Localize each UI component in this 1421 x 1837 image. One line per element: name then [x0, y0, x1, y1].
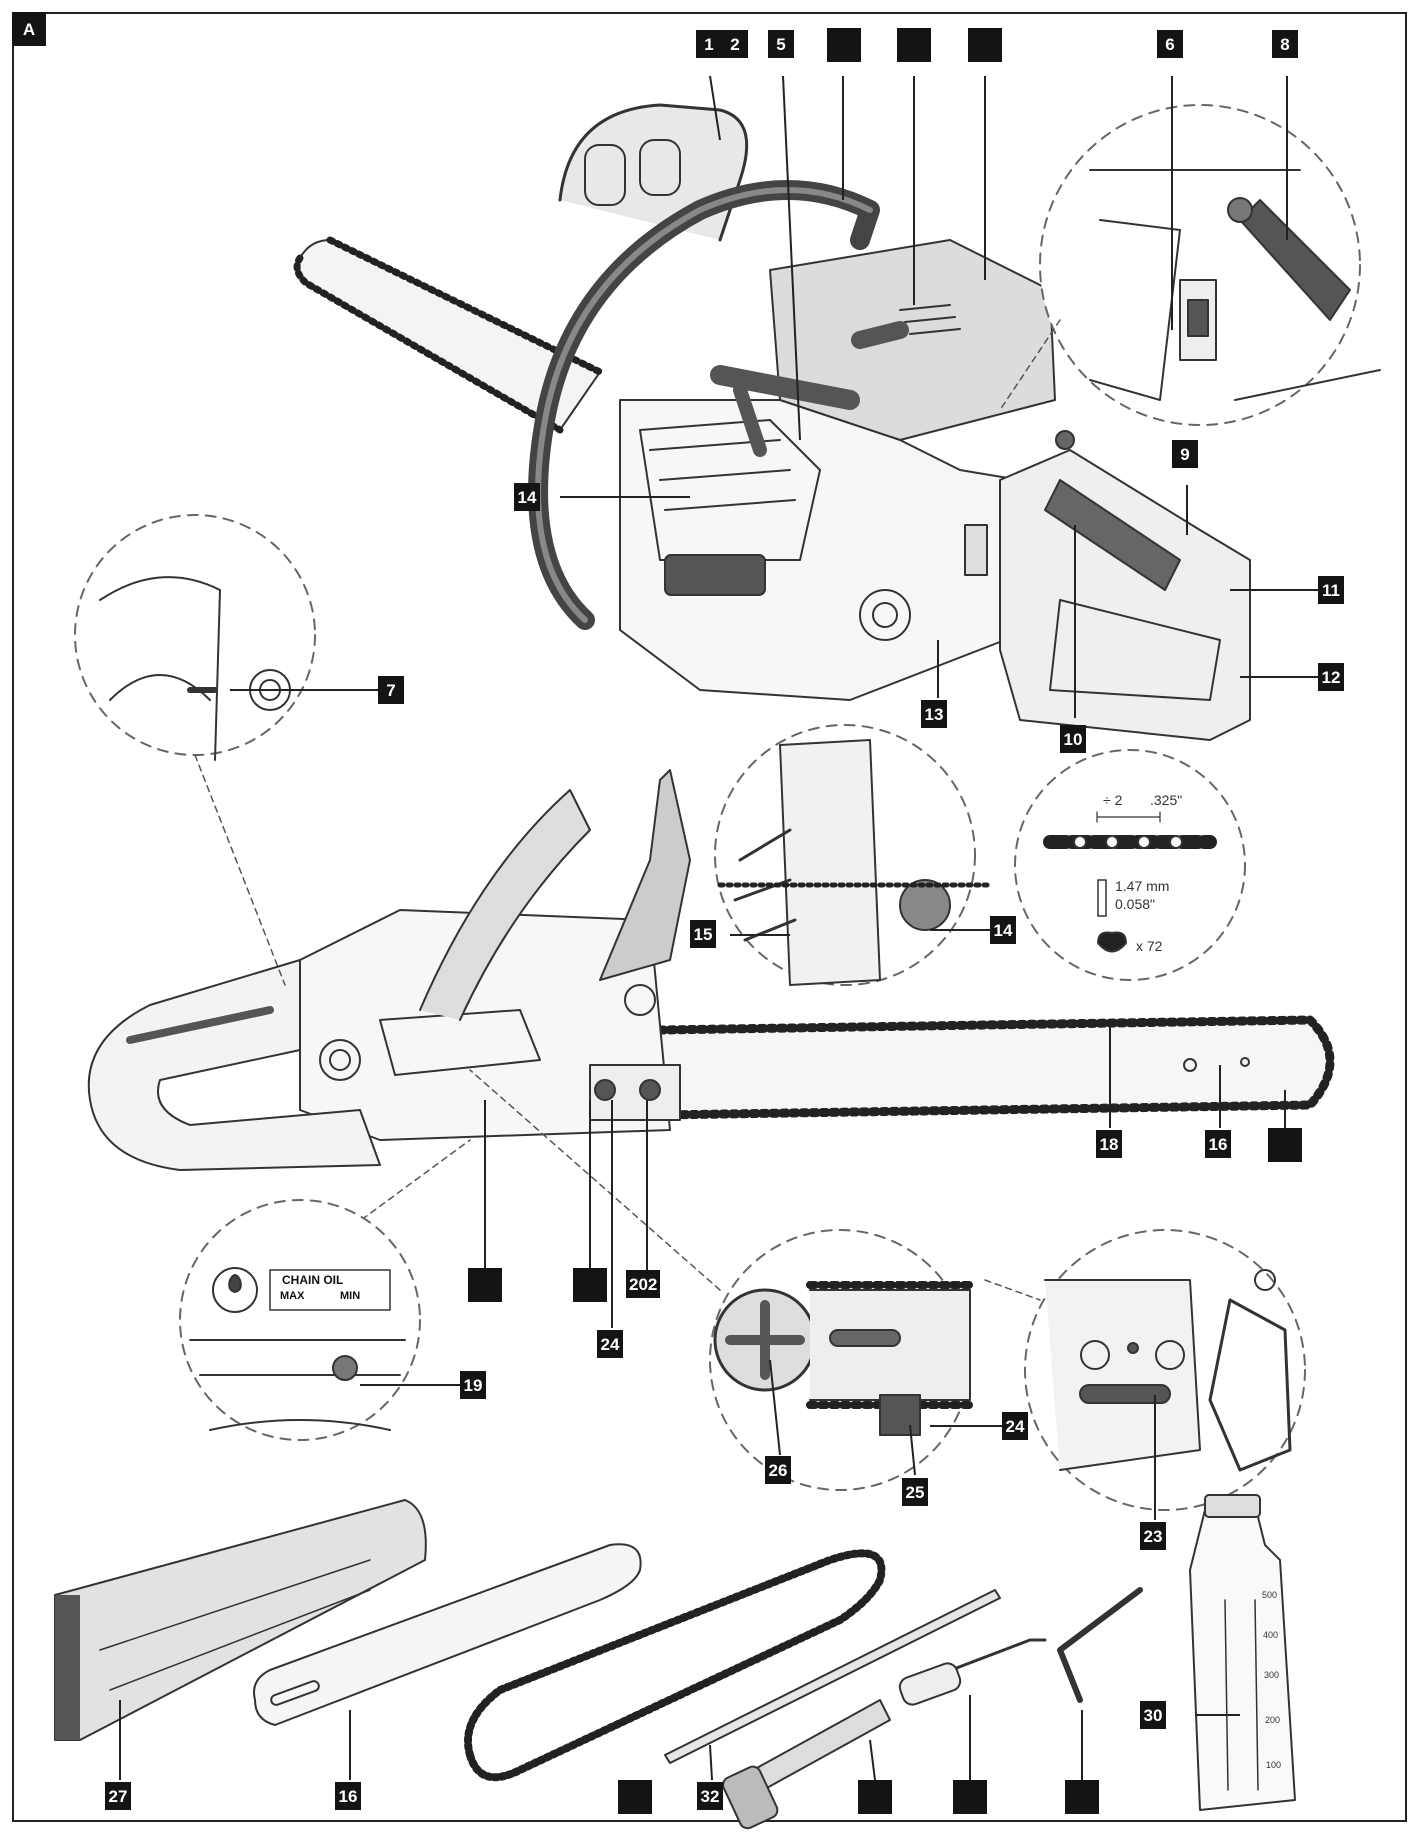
- chain-gauge-mm: 1.47 mm: [1115, 878, 1170, 894]
- callout-blank-3: [827, 28, 861, 62]
- callout-7: 7: [378, 676, 404, 704]
- side-chainsaw: [87, 769, 1335, 1171]
- zoom-tension-detail: [709, 1229, 979, 1491]
- callout-18: 18: [1096, 1130, 1122, 1158]
- zoom-brake-detail: [74, 514, 316, 761]
- callout-25: 25: [902, 1478, 928, 1506]
- callout-15: 15: [690, 920, 716, 948]
- callout-26: 26: [765, 1456, 791, 1484]
- zoom-sprocket-detail: [714, 724, 993, 986]
- spare-guide-bar: [253, 1543, 642, 1726]
- callout-9: 9: [1172, 440, 1198, 468]
- callout-24-tension: 24: [1002, 1412, 1028, 1440]
- chain-oil-max: MAX: [280, 1290, 305, 1302]
- mixing-bottle: [1189, 1494, 1296, 1811]
- callout-blank-wrench: [858, 1780, 892, 1814]
- zoom-bar-detail: [1024, 1229, 1306, 1511]
- chain-pitch: .325": [1150, 792, 1183, 808]
- bar-cover: [54, 1499, 427, 1741]
- callout-30: 30: [1140, 1701, 1166, 1729]
- callout-19: 19: [460, 1371, 486, 1399]
- bottle-scale-400: 400: [1263, 1630, 1279, 1640]
- callout-16-spare: 16: [335, 1782, 361, 1810]
- callout-27: 27: [105, 1782, 131, 1810]
- callout-1: 1: [696, 30, 722, 58]
- bottle-scale-300: 300: [1264, 1670, 1280, 1680]
- callout-24-side: 24: [597, 1330, 623, 1358]
- callout-5: 5: [768, 30, 794, 58]
- callout-blank-nut: [573, 1268, 607, 1302]
- figure-label: A: [12, 12, 46, 46]
- chain-pitch-divisor: ÷ 2: [1103, 792, 1123, 808]
- callout-blank-5: [968, 28, 1002, 62]
- chain-oil-title: CHAIN OIL: [282, 1273, 344, 1287]
- chain-oil-min: MIN: [340, 1290, 361, 1302]
- round-file: [664, 1589, 1001, 1764]
- bottle-scale-200: 200: [1265, 1715, 1281, 1725]
- callout-16-bar: 16: [1205, 1130, 1231, 1158]
- bottle-scale-100: 100: [1266, 1760, 1282, 1770]
- bottle-scale-500: 500: [1262, 1590, 1278, 1600]
- chain-spec-circle: [1014, 749, 1246, 981]
- callout-10: 10: [1060, 725, 1086, 753]
- zoom-switch-detail: [1039, 104, 1381, 426]
- spare-chain: [464, 1549, 886, 1782]
- callout-blank-hexkey: [1065, 1780, 1099, 1814]
- chain-gauge-in: 0.058": [1115, 896, 1156, 912]
- callout-23: 23: [1140, 1522, 1166, 1550]
- hex-key: [1057, 1587, 1143, 1703]
- callout-blank-oil-tank: [468, 1268, 502, 1302]
- callout-blank-bar-tip: [1268, 1128, 1302, 1162]
- callout-32: 32: [697, 1782, 723, 1810]
- screwdriver: [923, 1638, 1047, 1682]
- zoom-oil-detail: [179, 1199, 421, 1441]
- callout-11: 11: [1318, 576, 1344, 604]
- chain-link-count: x 72: [1136, 938, 1163, 954]
- figure-frame: [12, 12, 1407, 1822]
- callout-2: 2: [722, 30, 748, 58]
- callout-14-sprocket: 14: [990, 916, 1016, 944]
- callout-8: 8: [1272, 30, 1298, 58]
- callout-13: 13: [921, 700, 947, 728]
- callout-202: 202: [626, 1270, 661, 1298]
- callout-blank-screwdriver: [953, 1780, 987, 1814]
- callout-6: 6: [1157, 30, 1183, 58]
- callout-blank-chain: [618, 1780, 652, 1814]
- callout-14-top: 14: [514, 483, 540, 511]
- top-chainsaw: [293, 103, 1251, 741]
- callout-blank-4: [897, 28, 931, 62]
- callout-12: 12: [1318, 663, 1344, 691]
